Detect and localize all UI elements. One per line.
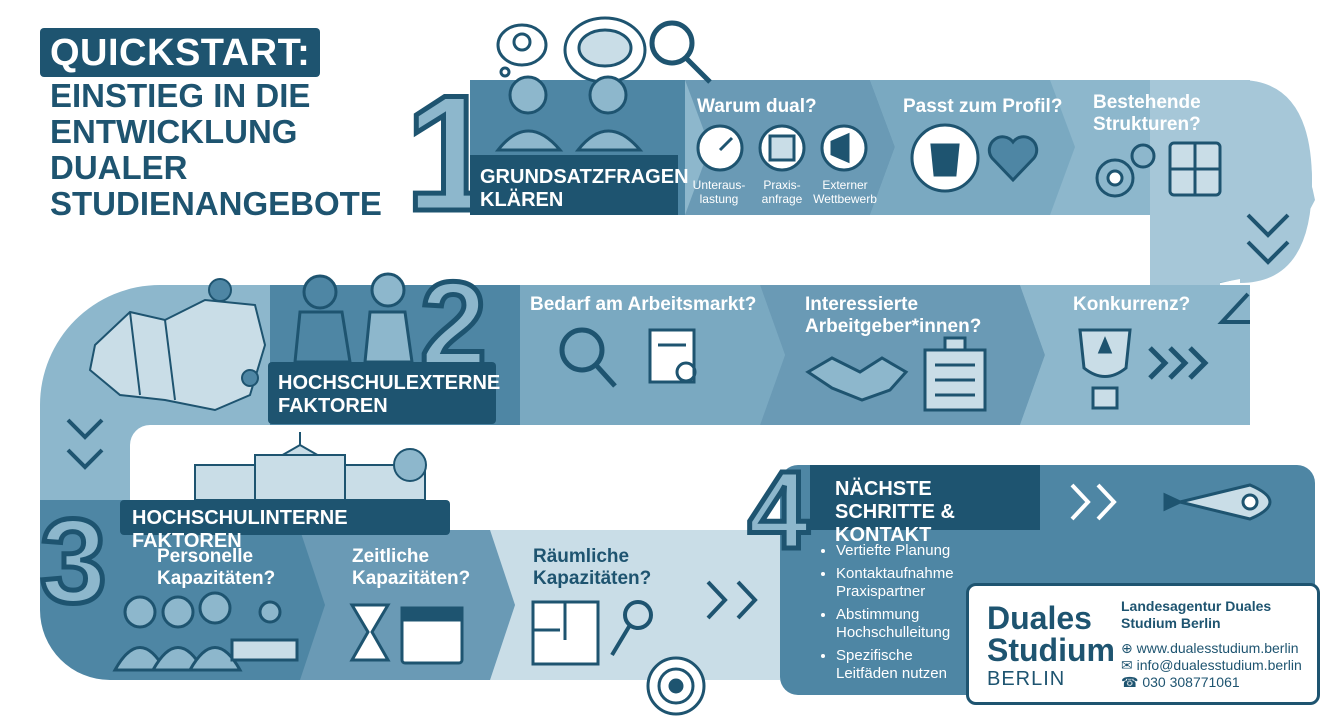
rocket-icon <box>1163 483 1272 521</box>
step-2-question-1: Bedarf am Arbeitsmarkt? <box>530 294 757 315</box>
step-2-question-3: Konkurrenz? <box>1073 294 1191 315</box>
agency-name: Landesagentur Duales Studium Berlin <box>1121 598 1272 631</box>
chevron-down-icon-2 <box>66 418 104 470</box>
list-item: Spezifische Leitfäden nutzen <box>836 647 976 683</box>
people-thinking-icon <box>494 75 644 152</box>
ribbon-seg-2d <box>1020 285 1250 425</box>
magnifier-icon <box>649 20 712 84</box>
step-1-question-2: Passt zum Profil? <box>903 96 1063 117</box>
puzzle-icon <box>1168 141 1222 197</box>
page-title: QUICKSTART: <box>40 28 321 77</box>
step-2-question-2: Interessierte Arbeitgeber*innen? <box>805 294 982 337</box>
calendar-icon <box>400 606 464 665</box>
svg-text:4: 4 <box>748 449 809 572</box>
handshake-people-icon <box>293 272 414 364</box>
email-row[interactable]: ✉ info@dualesstudium.berlin <box>1121 657 1302 674</box>
document-caption: Praxis-anfrage <box>761 178 803 206</box>
document-search-icon <box>648 328 697 384</box>
list-item: Abstimmung Hochschulleitung <box>836 606 976 642</box>
step-3-question-3: Räumliche Kapazitäten? <box>533 546 652 589</box>
trophy-icon <box>1078 328 1132 410</box>
brand-line-2: Studium <box>987 632 1115 668</box>
people-icon <box>112 591 299 672</box>
magnifier-icon-2 <box>559 327 617 388</box>
building-icon <box>923 336 987 412</box>
brand-line-3: BERLIN <box>987 668 1066 690</box>
handshake-icon <box>805 356 909 402</box>
chevron-down-icon <box>1217 213 1290 324</box>
globe-icon: ⊕ <box>1121 640 1133 656</box>
website-row[interactable]: ⊕ www.dualesstudium.berlin <box>1121 640 1298 657</box>
megaphone-icon <box>820 124 868 172</box>
list-item: Kontaktaufnahme Praxispartner <box>836 565 976 601</box>
megaphone-caption: Externer Wettbewerb <box>813 178 877 206</box>
brand-line-1: Duales <box>987 600 1092 636</box>
chevron-right-icon-2 <box>706 580 758 620</box>
chevron-right-icon <box>1148 346 1209 380</box>
page-subtitle: EINSTIEG IN DIE ENTWICKLUNG DUALER STUDI… <box>50 77 382 222</box>
phone-row[interactable]: ☎ 030 308771061 <box>1121 674 1240 691</box>
berlin-bear-icon <box>910 123 980 193</box>
step-3-label: HOCHSCHULINTERNE FAKTOREN <box>132 507 348 552</box>
lightbulb-icon <box>496 23 548 78</box>
contact-card: Duales Studium BERLIN Landesagentur Dual… <box>966 583 1320 705</box>
step-3-question-2: Zeitliche Kapazitäten? <box>352 546 471 589</box>
floorplan-icon <box>531 600 600 666</box>
heart-icon <box>987 135 1039 183</box>
university-icon <box>194 432 427 501</box>
gears-icon <box>1095 143 1156 198</box>
step-1-label: GRUNDSATZFRAGEN KLÄREN <box>480 166 689 211</box>
map-icon <box>88 278 267 412</box>
gauge-caption: Unteraus-lastung <box>692 178 746 206</box>
step-4-label: NÄCHSTE SCHRITTE & KONTAKT <box>835 478 955 546</box>
website-link[interactable]: www.dualesstudium.berlin <box>1136 640 1299 656</box>
gauge-icon <box>696 124 744 172</box>
target-icon <box>646 656 706 716</box>
brain-icon <box>563 16 647 84</box>
step-2-label: HOCHSCHULEXTERNE FAKTOREN <box>278 372 501 417</box>
next-steps-list: Vertiefte Planung Kontaktaufnahme Praxis… <box>818 542 976 688</box>
step-1-question-1: Warum dual? <box>697 96 817 117</box>
chevron-right-icon-3 <box>1070 483 1117 521</box>
phone-icon: ☎ <box>1121 674 1139 690</box>
svg-text:3: 3 <box>40 494 107 628</box>
phone-link[interactable]: 030 308771061 <box>1142 674 1240 690</box>
list-item: Vertiefte Planung <box>836 542 976 560</box>
key-icon <box>610 600 653 657</box>
document-icon <box>758 124 806 172</box>
mail-icon: ✉ <box>1121 657 1133 673</box>
email-link[interactable]: info@dualesstudium.berlin <box>1136 657 1302 673</box>
step-3-question-1: Personelle Kapazitäten? <box>157 546 276 589</box>
hourglass-icon <box>349 603 391 662</box>
step-1-question-3: Bestehende Strukturen? <box>1093 92 1201 135</box>
